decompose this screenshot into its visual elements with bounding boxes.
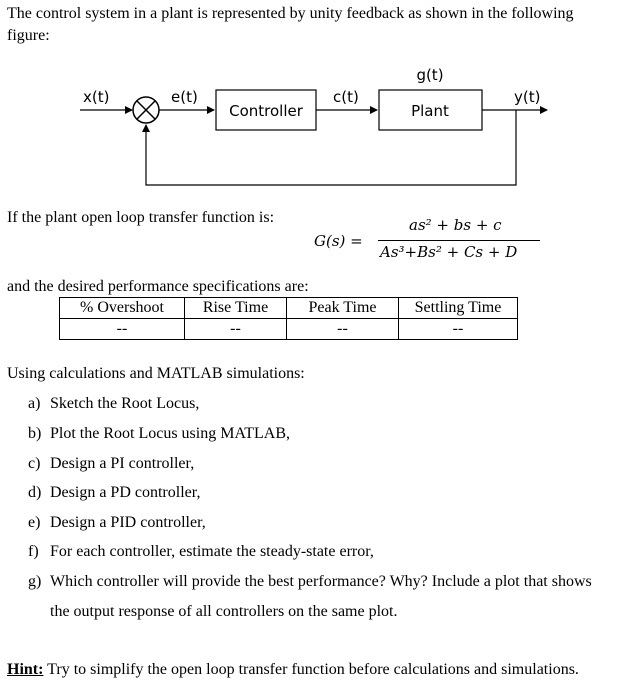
value-overshoot: -- <box>59 318 185 340</box>
fraction-bar <box>378 240 540 241</box>
list-letter: a) <box>28 395 41 412</box>
list-item: g) Which controller will provide the best… <box>28 573 592 591</box>
list-text: For each controller, estimate the steady… <box>50 543 374 560</box>
intro-line-2: figure: <box>7 27 50 44</box>
list-item: d) Design a PD controller, <box>28 484 200 502</box>
specs-table: % Overshoot Rise Time Peak Time Settling… <box>59 297 518 340</box>
plant-label: Plant <box>411 102 449 120</box>
list-text: Design a PI controller, <box>50 455 195 472</box>
hint: Hint: Try to simplify the open loop tran… <box>7 661 579 679</box>
error-label: e(t) <box>171 88 198 106</box>
header-rise-time: Rise Time <box>184 297 287 319</box>
block-diagram: x(t) e(t) Controller c(t) g(t) Plant y(t… <box>80 66 548 186</box>
list-item: f) For each controller, estimate the stea… <box>28 543 374 561</box>
transfer-lhs: G(s) = <box>314 232 363 250</box>
control-label: c(t) <box>333 88 359 106</box>
controller-block <box>215 89 317 131</box>
summing-junction-icon <box>132 96 160 124</box>
transfer-lead-text: If the plant open loop transfer function… <box>7 209 275 226</box>
header-peak-time: Peak Time <box>286 297 399 319</box>
specs-header-row: % Overshoot Rise Time Peak Time Settling… <box>59 297 518 319</box>
intro-line-1: The control system in a plant is represe… <box>7 5 574 22</box>
hint-text: Try to simplify the open loop transfer f… <box>43 661 579 678</box>
list-text: Sketch the Root Locus, <box>50 395 200 412</box>
plant-top-label: g(t) <box>416 66 443 84</box>
header-settling-time: Settling Time <box>398 297 518 319</box>
specs-lead-text: and the desired performance specificatio… <box>7 278 309 295</box>
list-letter: g) <box>28 573 42 590</box>
list-item: a) Sketch the Root Locus, <box>28 395 199 413</box>
specs-value-row: -- -- -- -- <box>59 318 518 340</box>
plant-block <box>378 89 483 131</box>
list-item: c) Design a PI controller, <box>28 455 194 473</box>
input-label: x(t) <box>83 88 109 106</box>
list-text: Which controller will provide the best p… <box>50 573 592 590</box>
list-letter: b) <box>28 425 42 442</box>
hint-label: Hint: <box>7 661 44 678</box>
value-peak-time: -- <box>286 318 399 340</box>
transfer-numerator: as² + bs + c <box>409 216 502 234</box>
list-letter: f) <box>28 543 39 560</box>
list-text: Design a PID controller, <box>50 514 206 531</box>
list-text: Design a PD controller, <box>50 484 201 501</box>
value-rise-time: -- <box>184 318 287 340</box>
value-settling-time: -- <box>398 318 518 340</box>
transfer-denominator: As³+Bs² + Cs + D <box>380 243 518 261</box>
tasks-lead-text: Using calculations and MATLAB simulation… <box>7 365 305 382</box>
list-letter: c) <box>28 455 41 472</box>
output-label: y(t) <box>514 88 540 106</box>
list-item: e) Design a PID controller, <box>28 514 206 532</box>
controller-label: Controller <box>229 102 304 120</box>
header-overshoot: % Overshoot <box>59 297 185 319</box>
list-letter: e) <box>28 514 41 531</box>
list-text: Plot the Root Locus using MATLAB, <box>50 425 291 442</box>
list-item: b) Plot the Root Locus using MATLAB, <box>28 425 290 443</box>
feedback-path <box>142 110 517 186</box>
list-item-continuation: the output response of all controllers o… <box>50 603 398 620</box>
list-letter: d) <box>28 484 42 501</box>
